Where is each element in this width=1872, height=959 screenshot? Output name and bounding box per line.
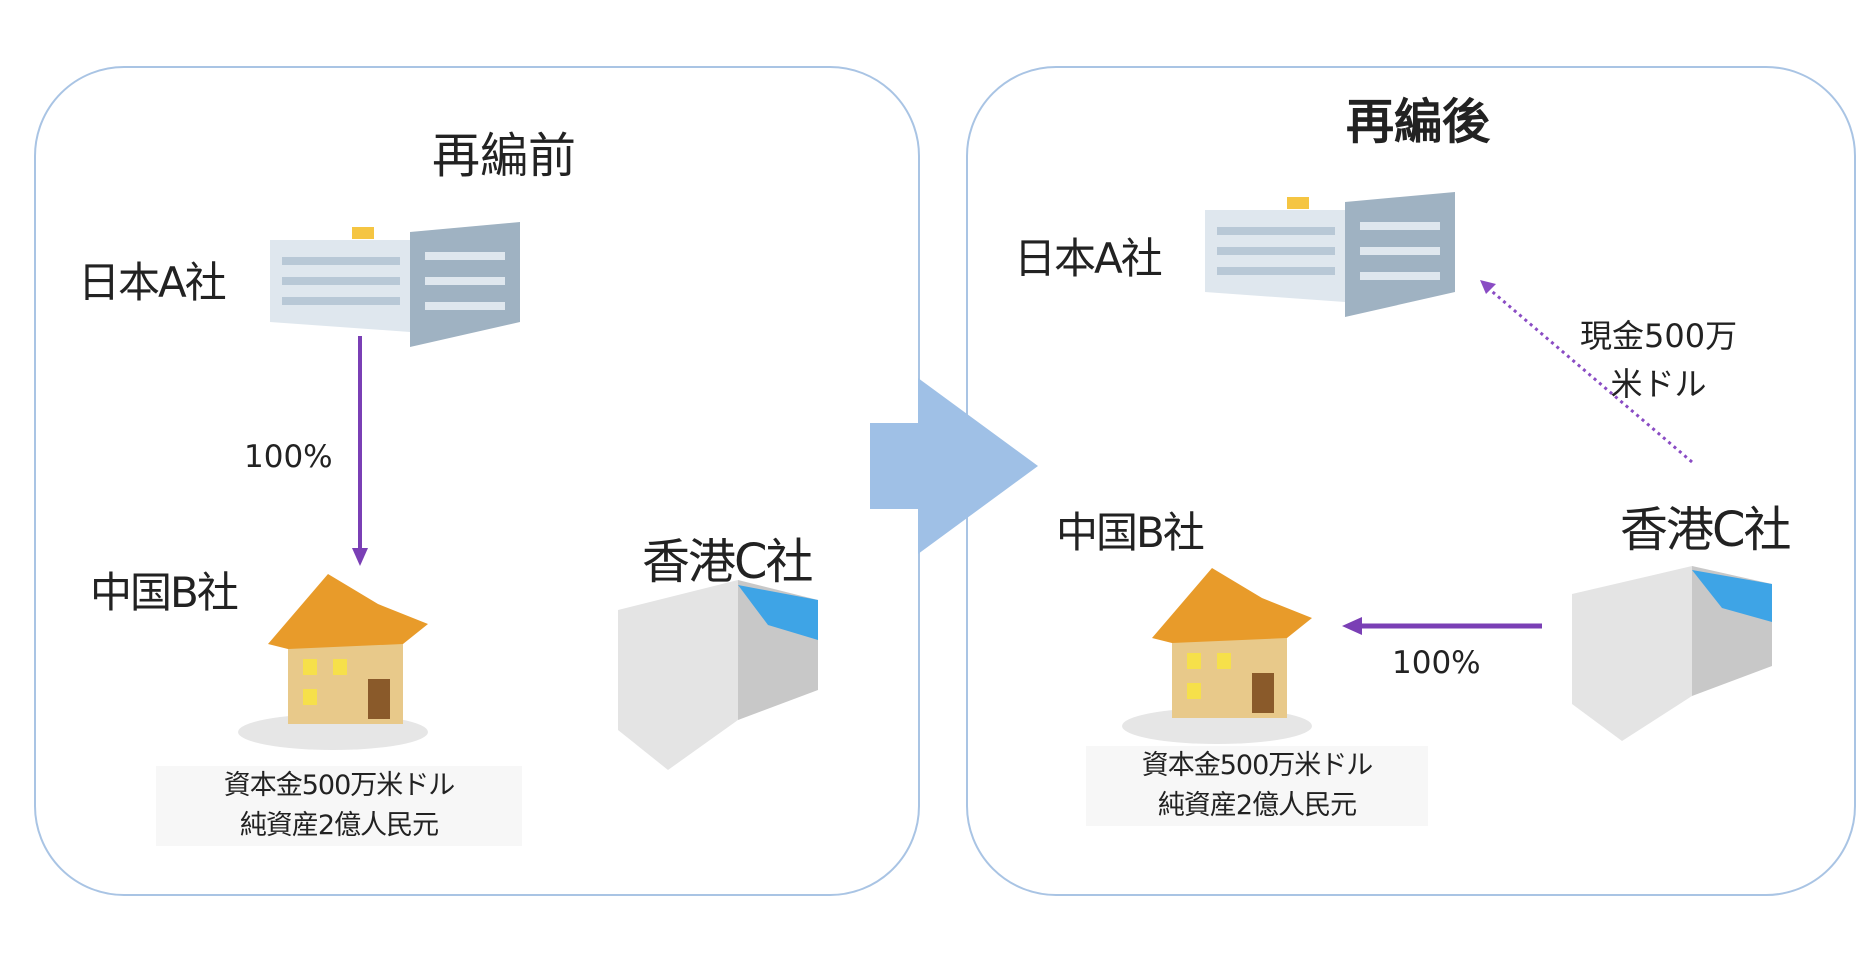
- after-company-b-label: 中国B社: [1056, 508, 1205, 557]
- transition-arrow-icon: [870, 378, 1038, 554]
- ownership-arrow-icon: [1342, 617, 1542, 635]
- payment-currency: 米ドル: [1610, 365, 1707, 403]
- after-title: 再編後: [1346, 94, 1491, 150]
- capital-text: 資本金500万米ドル: [1141, 750, 1374, 781]
- before-title: 再編前: [432, 128, 577, 184]
- house-icon: [1122, 568, 1312, 744]
- before-panel: [34, 66, 920, 896]
- after-company-a-label: 日本A社: [1014, 234, 1163, 283]
- office-building-icon: [1205, 192, 1455, 317]
- after-b-details: 資本金500万米ドル 純資産2億人民元: [1086, 746, 1428, 826]
- payment-dotted-arrow-icon: [1480, 280, 1693, 464]
- office-building-icon: [270, 222, 520, 347]
- net-assets-text: 純資産2億人民元: [239, 810, 439, 841]
- before-company-c-label: 香港C社: [642, 534, 814, 590]
- hk-building-icon: [618, 580, 818, 770]
- after-ownership-label: 100%: [1392, 645, 1481, 681]
- payment-label: 現金500万 米ドル: [1580, 312, 1737, 408]
- before-company-b-label: 中国B社: [90, 568, 239, 617]
- house-icon: [238, 574, 428, 750]
- before-ownership-label: 100%: [244, 439, 333, 475]
- capital-text: 資本金500万米ドル: [223, 770, 456, 801]
- before-b-details: 資本金500万米ドル 純資産2億人民元: [156, 766, 522, 846]
- ownership-arrow-icon: [352, 336, 368, 566]
- after-company-c-label: 香港C社: [1620, 502, 1792, 558]
- net-assets-text: 純資産2億人民元: [1157, 790, 1357, 821]
- before-company-a-label: 日本A社: [78, 258, 227, 307]
- payment-amount: 現金500万: [1580, 317, 1738, 355]
- hk-building-icon: [1572, 566, 1772, 741]
